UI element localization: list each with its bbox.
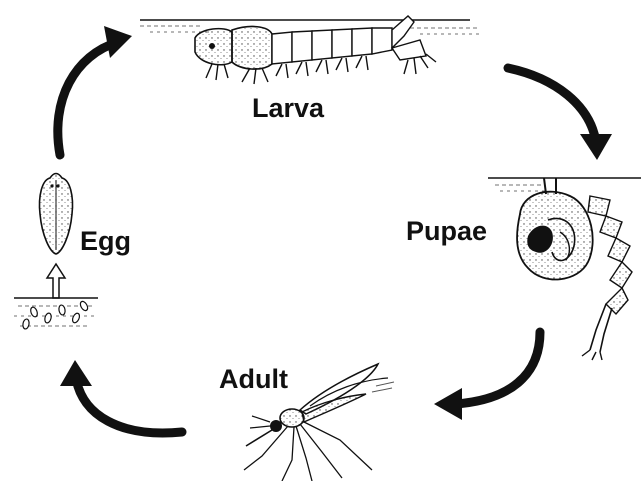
arrow-egg-to-larva-icon <box>58 26 132 155</box>
larva-label: Larva <box>252 95 324 122</box>
arrow-adult-to-egg-icon <box>60 360 182 433</box>
arrow-larva-to-pupae-icon <box>508 68 612 160</box>
larva-illustration-icon <box>140 16 480 84</box>
egg-label: Egg <box>80 228 131 255</box>
pupa-illustration-icon <box>488 178 641 360</box>
arrow-pupae-to-adult-icon <box>434 332 540 420</box>
adult-label: Adult <box>219 366 288 393</box>
pupae-label: Pupae <box>406 218 487 245</box>
